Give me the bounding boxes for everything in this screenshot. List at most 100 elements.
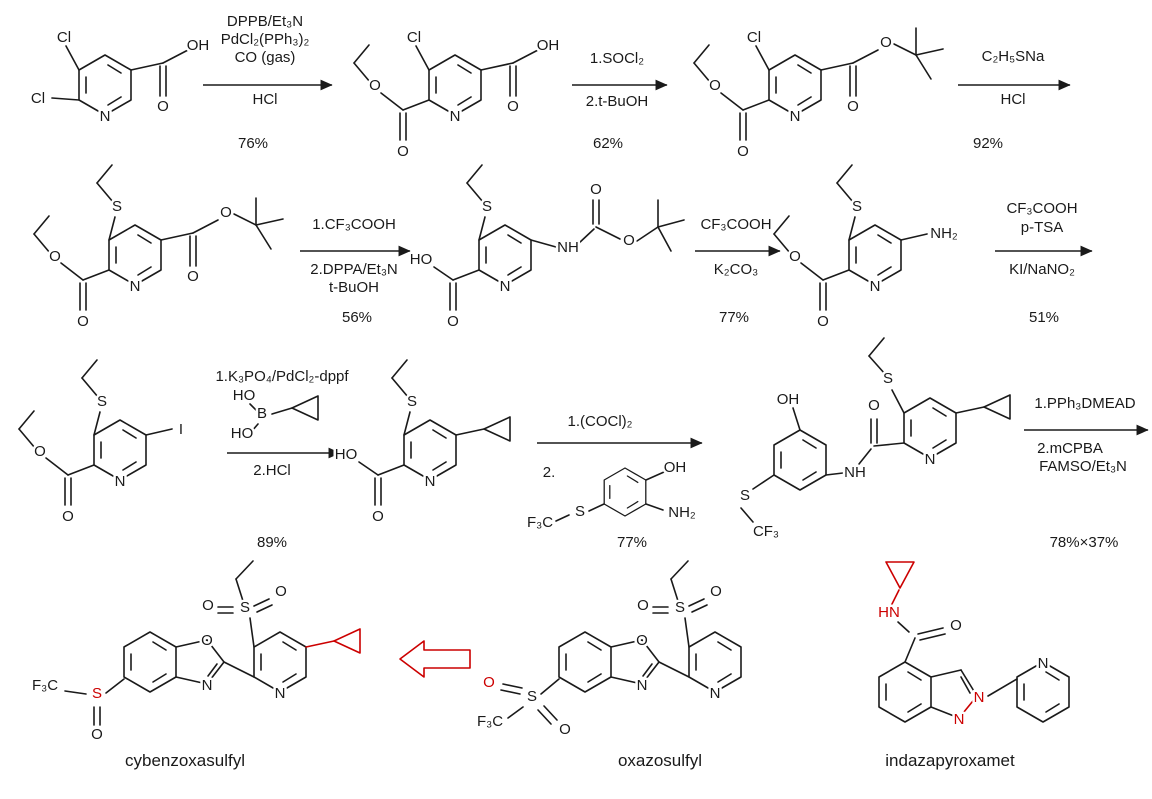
atom-label: Cl (31, 90, 45, 107)
molecule-aminophenol-scf3: OH NH₂ S F₃C (524, 457, 698, 534)
atom-label: F₃C (477, 713, 503, 730)
reagent-text: DPPB/Et₃N (227, 13, 303, 30)
bonds (693, 27, 944, 141)
bonds (51, 45, 189, 116)
atom-label: O (847, 98, 859, 115)
reagent-text: t-BuOH (329, 279, 379, 296)
atom-label: O (202, 597, 214, 614)
atom-label: O (817, 313, 829, 330)
reaction-step-1: DPPB/Et₃N PdCl₂(PPh₃)₂ CO (gas) HCl 76% (203, 13, 333, 152)
atom-label: O (372, 508, 384, 525)
atom-label: O (187, 268, 199, 285)
atom-label: O (590, 181, 602, 198)
atom-label: S (527, 688, 537, 705)
bonds (433, 164, 685, 311)
atom-label: S (240, 599, 250, 616)
reagent-text: 2.t-BuOH (586, 93, 649, 110)
atom-label: O (275, 583, 287, 600)
atom-label: S (97, 393, 107, 410)
reagent-text: HCl (1001, 91, 1026, 108)
reaction-step-5: CF₃COOH K₂CO₃ 77% (695, 216, 781, 326)
reaction-step-2: 1.SOCl₂ 2.t-BuOH 62% (572, 50, 668, 152)
reagent-text: 1.K₃PO₄/PdCl₂-dppf (215, 368, 349, 385)
reaction-step-4: 1.CF₃COOH 2.DPPA/Et₃N t-BuOH 56% (300, 216, 411, 326)
molecule-cyclopropyl-acid: S N HO O (332, 359, 511, 528)
bonds (878, 561, 1070, 723)
atom-label: N (202, 677, 213, 694)
yield-text: 77% (719, 309, 749, 326)
atom-label: O (868, 397, 880, 414)
atom-label: O (220, 204, 232, 221)
reaction-step-9: 1.PPh₃DMEAD 2.mCPBA FAMSO/Et₃N 78%×37% (1024, 395, 1149, 551)
atom-label: O (34, 443, 46, 460)
atom-label: O (62, 508, 74, 525)
reagent-text: K₂CO₃ (714, 261, 758, 278)
atom-label: HO (410, 251, 433, 268)
atom-label: O (950, 617, 962, 634)
product-name: cybenzoxasulfyl (125, 751, 245, 770)
atom-label: N (710, 685, 721, 702)
molecule-ethylthio-diester: S N O O O O (33, 164, 284, 333)
atom-label: N (637, 677, 648, 694)
bonds (353, 44, 539, 141)
reagent-text: HCl (253, 91, 278, 108)
atom-label: F₃C (32, 677, 58, 694)
reaction-step-8: 1.(COCl)₂ 2. OH NH₂ S F₃C 77% (524, 413, 703, 551)
reagent-text: 2.mCPBA (1037, 440, 1103, 457)
product-name: oxazosulfyl (618, 751, 702, 770)
atom-label: S (675, 599, 685, 616)
reaction-step-3: C₂H₅SNa HCl 92% (958, 48, 1071, 152)
retrosynthesis-arrow (399, 640, 471, 678)
bonds (740, 337, 1011, 523)
atom-label: S (883, 370, 893, 387)
reaction-step-6: CF₃COOH p-TSA KI/NaNO₂ 51% (995, 200, 1093, 326)
yield-text: 77% (617, 534, 647, 551)
molecule-indazapyroxamet: HN O N N N indazapyroxamet (876, 561, 1070, 770)
reagent-text: 2.DPPA/Et₃N (310, 261, 398, 278)
reagent-text: CO (gas) (235, 49, 296, 66)
reagent-text: p-TSA (1021, 219, 1064, 236)
molecule-cyclopropylboronic-acid: HO B HO (228, 385, 319, 445)
atom-label: S (92, 685, 102, 702)
yield-text: 92% (973, 135, 1003, 152)
atom-label: S (482, 198, 492, 215)
yield-text: 51% (1029, 309, 1059, 326)
reagent-text: CF₃COOH (1006, 200, 1077, 217)
atom-label: HO (231, 425, 254, 442)
atom-label: O (91, 726, 103, 743)
reagent-text: 1.(COCl)₂ (568, 413, 633, 430)
atom-label: O (483, 674, 495, 691)
atom-label: N (450, 108, 461, 125)
atom-label: NH₂ (668, 504, 696, 521)
bonds (358, 359, 511, 506)
molecule-chloro-ester-acid: Cl N O O O OH (353, 27, 562, 163)
atom-label: N (974, 689, 985, 706)
atom-label: N (870, 278, 881, 295)
molecule-amino-ester: S N O O NH₂ (773, 164, 960, 333)
atom-label: OH (187, 37, 210, 54)
atom-label: Cl (407, 29, 421, 46)
reagent-text: C₂H₅SNa (982, 48, 1045, 65)
reagent-text: KI/NaNO₂ (1009, 261, 1075, 278)
molecule-amide-intermediate: OH O NH S N S CF₃ (737, 337, 1011, 543)
atom-label: O (507, 98, 519, 115)
yield-text: 89% (257, 534, 287, 551)
bonds (64, 560, 361, 726)
atom-label: HO (335, 446, 358, 463)
atom-label: NH (557, 239, 579, 256)
reagent-text: PdCl₂(PPh₃)₂ (221, 31, 310, 48)
atom-label: HN (878, 604, 900, 621)
molecule-iodo-ester: S N O O I (18, 359, 186, 528)
atom-label: N (115, 473, 126, 490)
atom-label: S (112, 198, 122, 215)
atom-label: I (179, 421, 183, 438)
atom-label: Cl (57, 29, 71, 46)
reagent-text: 1.PPh₃DMEAD (1034, 395, 1135, 412)
atom-label: O (447, 313, 459, 330)
atom-label: O (636, 632, 648, 649)
molecule-dichloronicotinic-acid: Cl Cl N O OH (28, 27, 211, 128)
reagent-text: CF₃COOH (700, 216, 771, 233)
yield-text: 76% (238, 135, 268, 152)
